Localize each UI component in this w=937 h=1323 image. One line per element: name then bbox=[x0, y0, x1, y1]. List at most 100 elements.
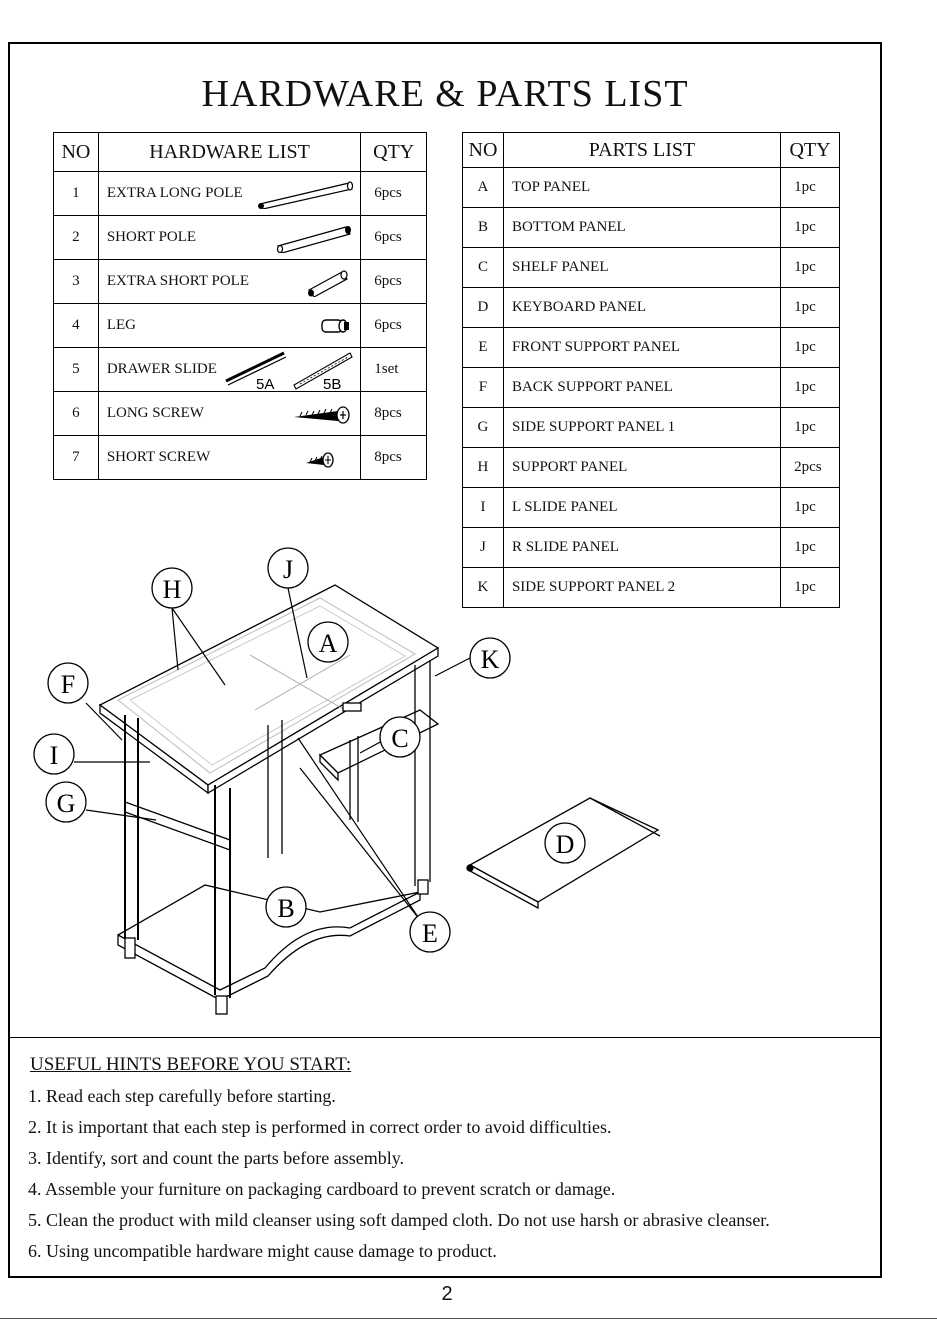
parts-name: R SLIDE PANEL bbox=[502, 527, 782, 568]
hardware-no: 2 bbox=[53, 215, 99, 260]
hints-title: USEFUL HINTS BEFORE YOU START: bbox=[30, 1054, 352, 1075]
parts-header-qty: QTY bbox=[780, 132, 840, 168]
callout-leaders bbox=[74, 587, 471, 921]
hardware-name: DRAWER SLIDE bbox=[106, 361, 217, 377]
svg-text:H: H bbox=[163, 575, 182, 604]
svg-text:G: G bbox=[57, 789, 76, 818]
parts-name: SUPPORT PANEL bbox=[502, 447, 782, 488]
svg-text:J: J bbox=[283, 555, 293, 584]
parts-no: B bbox=[462, 207, 504, 248]
extra-short-pole-icon bbox=[308, 269, 349, 297]
parts-header-row: NO PARTS LIST QTY bbox=[462, 132, 840, 168]
callout-a: A bbox=[307, 621, 349, 663]
hardware-row: 3 EXTRA SHORT POLE 6pcs bbox=[53, 259, 427, 304]
parts-qty: 2pcs bbox=[780, 447, 840, 488]
hardware-header-row: NO HARDWARE LIST QTY bbox=[53, 132, 427, 172]
callout-h: H bbox=[151, 567, 193, 609]
parts-name: BOTTOM PANEL bbox=[502, 207, 782, 248]
parts-name: TOP PANEL bbox=[502, 167, 782, 208]
parts-qty: 1pc bbox=[780, 527, 840, 568]
svg-text:B: B bbox=[277, 894, 294, 923]
parts-qty: 1pc bbox=[780, 327, 840, 368]
hardware-name: LONG SCREW bbox=[106, 405, 204, 421]
parts-qty: 1pc bbox=[780, 567, 840, 608]
hardware-no: 5 bbox=[53, 347, 99, 392]
hardware-name: EXTRA SHORT POLE bbox=[106, 273, 249, 289]
hardware-qty: 8pcs bbox=[360, 435, 427, 480]
svg-text:K: K bbox=[481, 645, 500, 674]
parts-no: G bbox=[462, 407, 504, 448]
callout-i: I bbox=[33, 733, 75, 775]
hardware-qty: 6pcs bbox=[360, 171, 427, 216]
drawer-slide-icon: 5A 5B bbox=[225, 351, 353, 391]
hardware-no: 3 bbox=[53, 259, 99, 304]
hint-item: 2. It is important that each step is per… bbox=[28, 1117, 612, 1137]
hardware-header-name: HARDWARE LIST bbox=[97, 132, 362, 172]
hardware-no: 1 bbox=[53, 171, 99, 216]
parts-qty: 1pc bbox=[780, 487, 840, 528]
callout-c: C bbox=[379, 716, 421, 758]
hardware-no: 7 bbox=[53, 435, 99, 480]
hardware-name: SHORT POLE bbox=[106, 229, 197, 245]
parts-name: L SLIDE PANEL bbox=[502, 487, 782, 528]
slide-label-5b: 5B bbox=[323, 376, 341, 391]
svg-text:F: F bbox=[61, 670, 75, 699]
hardware-header-no: NO bbox=[53, 132, 99, 172]
long-screw-icon bbox=[294, 405, 350, 424]
parts-qty: 1pc bbox=[780, 247, 840, 288]
parts-no: I bbox=[462, 487, 504, 528]
parts-name: SIDE SUPPORT PANEL 1 bbox=[502, 407, 782, 448]
parts-qty: 1pc bbox=[780, 207, 840, 248]
parts-name: SHELF PANEL bbox=[502, 247, 782, 288]
svg-text:I: I bbox=[50, 741, 59, 770]
hardware-qty: 6pcs bbox=[360, 259, 427, 304]
page-frame bbox=[8, 42, 882, 1278]
hardware-row: 4 LEG 6pcs bbox=[53, 303, 427, 348]
callout-g: G bbox=[45, 781, 87, 823]
parts-name: FRONT SUPPORT PANEL bbox=[502, 327, 782, 368]
hint-item: 4. Assemble your furniture on packaging … bbox=[28, 1179, 616, 1199]
hardware-header-qty: QTY bbox=[360, 132, 427, 172]
page-number: 2 bbox=[441, 1283, 453, 1305]
parts-header-no: NO bbox=[462, 132, 504, 168]
hardware-qty: 1set bbox=[360, 347, 427, 392]
parts-header-name: PARTS LIST bbox=[502, 132, 782, 168]
parts-no: H bbox=[462, 447, 504, 488]
callout-d: D bbox=[544, 822, 586, 864]
parts-no: F bbox=[462, 367, 504, 408]
callouts: H J A F K I C G D B E bbox=[33, 547, 586, 953]
hardware-row: 2 SHORT POLE 6pcs bbox=[53, 215, 427, 260]
hardware-table: NO HARDWARE LIST QTY 1 EXTRA LONG POLE 6… bbox=[53, 132, 427, 480]
hints-section: USEFUL HINTS BEFORE YOU START: 1. Read e… bbox=[8, 1037, 882, 1261]
hardware-row: 6 LONG SCREW 8pcs bbox=[53, 391, 427, 436]
parts-qty: 1pc bbox=[780, 367, 840, 408]
assembly-diagram: H J A F K I C G D B E bbox=[33, 547, 661, 1015]
hint-item: 3. Identify, sort and count the parts be… bbox=[28, 1148, 405, 1168]
short-screw-icon bbox=[306, 451, 334, 468]
parts-no: C bbox=[462, 247, 504, 288]
hardware-qty: 6pcs bbox=[360, 215, 427, 260]
callout-e: E bbox=[409, 911, 451, 953]
parts-qty: 1pc bbox=[780, 287, 840, 328]
svg-text:A: A bbox=[319, 629, 338, 658]
extra-long-pole-icon bbox=[258, 180, 354, 209]
callout-k: K bbox=[469, 637, 511, 679]
parts-qty: 1pc bbox=[780, 407, 840, 448]
hardware-row: 1 EXTRA LONG POLE 6pcs bbox=[53, 171, 427, 216]
short-pole-icon bbox=[277, 225, 352, 253]
parts-qty: 1pc bbox=[780, 167, 840, 208]
parts-name: BACK SUPPORT PANEL bbox=[502, 367, 782, 408]
hardware-name: SHORT SCREW bbox=[106, 449, 211, 465]
parts-no: A bbox=[462, 167, 504, 208]
parts-name: KEYBOARD PANEL bbox=[502, 287, 782, 328]
hint-item: 6. Using uncompatible hardware might cau… bbox=[28, 1241, 497, 1261]
